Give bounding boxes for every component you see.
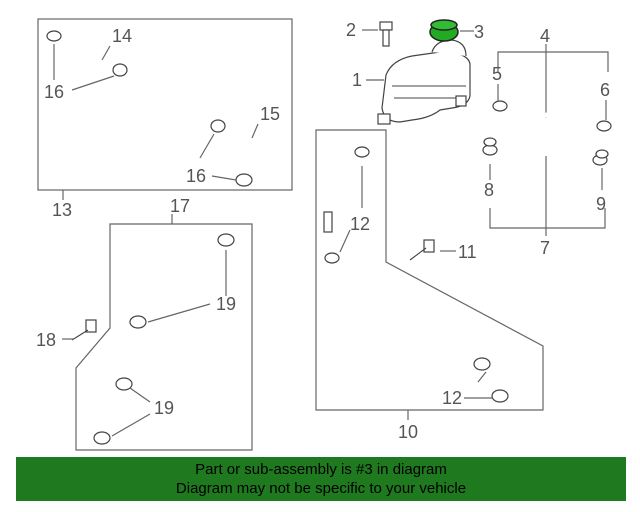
bracket-4 bbox=[497, 51, 609, 72]
callout-10: 10 bbox=[398, 422, 418, 442]
callout-12-upper: 12 bbox=[350, 214, 370, 234]
banner-line-1: Part or sub-assembly is #3 in diagram bbox=[195, 461, 447, 478]
reservoir-cap bbox=[429, 19, 459, 42]
callout-19-upper: 19 bbox=[216, 294, 236, 314]
pipe-10 bbox=[323, 146, 532, 403]
callout-14: 14 bbox=[112, 26, 132, 46]
callout-6: 6 bbox=[600, 80, 610, 100]
callout-3: 3 bbox=[474, 22, 484, 42]
clamp-8 bbox=[483, 137, 497, 147]
banner-line-2: Diagram may not be specific to your vehi… bbox=[175, 480, 467, 497]
callout-2: 2 bbox=[346, 20, 356, 40]
callout-17: 17 bbox=[170, 196, 190, 216]
callout-13: 13 bbox=[52, 200, 72, 220]
coolant-reservoir bbox=[377, 39, 471, 125]
callout-15: 15 bbox=[260, 104, 280, 124]
group-box-10 bbox=[315, 129, 544, 411]
callout-4: 4 bbox=[540, 26, 550, 46]
callout-11: 11 bbox=[458, 242, 477, 262]
callout-9: 9 bbox=[596, 194, 606, 214]
callout-7: 7 bbox=[540, 238, 550, 258]
callout-16-upper: 16 bbox=[44, 82, 64, 102]
hose-4 bbox=[492, 100, 612, 132]
callout-12-lower: 12 bbox=[442, 388, 462, 408]
callout-1: 1 bbox=[352, 70, 362, 90]
bolt-2 bbox=[379, 21, 393, 47]
leader-lines bbox=[53, 29, 607, 437]
bracket-7 bbox=[489, 208, 606, 229]
callout-5: 5 bbox=[492, 64, 502, 84]
callout-19-lower: 19 bbox=[154, 398, 174, 418]
callout-18: 18 bbox=[36, 330, 56, 350]
callout-8: 8 bbox=[484, 180, 494, 200]
hose-7 bbox=[482, 140, 608, 166]
bolt-11 bbox=[409, 239, 435, 261]
group-box-17 bbox=[75, 223, 253, 451]
callout-16-lower: 16 bbox=[186, 166, 206, 186]
bolt-18 bbox=[71, 319, 97, 341]
hose-13 bbox=[46, 30, 273, 187]
group-box-13 bbox=[37, 18, 293, 191]
clamp-9 bbox=[595, 149, 609, 159]
info-banner: Part or sub-assembly is #3 in diagram Di… bbox=[16, 457, 626, 501]
hose-17 bbox=[93, 233, 235, 445]
